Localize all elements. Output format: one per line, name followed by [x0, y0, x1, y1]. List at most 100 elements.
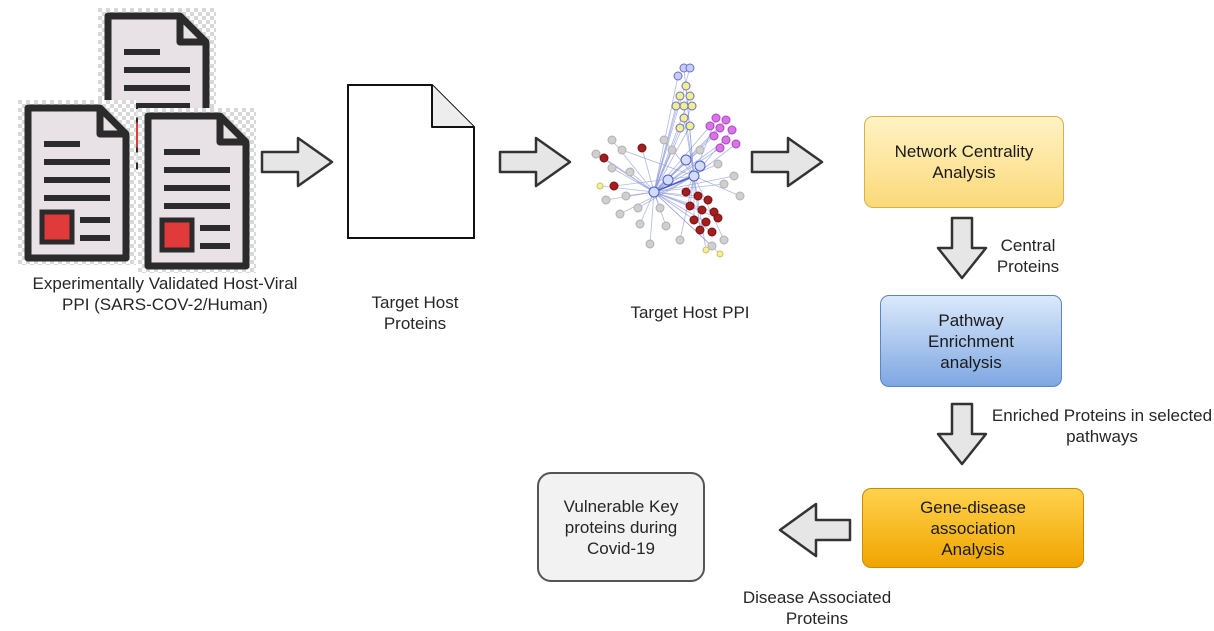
network-node — [681, 81, 691, 91]
network-node — [633, 203, 643, 213]
network-node — [685, 91, 695, 101]
blank-document-icon — [347, 84, 475, 239]
network-edge — [653, 147, 721, 193]
network-node — [607, 163, 617, 173]
network-edge — [649, 191, 655, 245]
network-node — [721, 135, 731, 145]
network-node — [735, 191, 745, 201]
network-node — [729, 171, 739, 181]
network-node — [617, 145, 627, 155]
network-node — [701, 217, 711, 227]
network-node — [601, 195, 611, 205]
disease-associated-label: Disease Associated Proteins — [742, 588, 892, 628]
network-node — [685, 121, 695, 131]
network-edge — [653, 175, 695, 193]
network-edge — [653, 175, 735, 193]
network-node — [637, 143, 647, 153]
network-node — [655, 203, 665, 213]
network-node — [705, 121, 715, 131]
network-edge — [611, 167, 655, 193]
network-node — [711, 113, 721, 123]
network-edge — [599, 185, 655, 193]
ppi-network-graph — [591, 63, 745, 258]
network-node — [695, 145, 705, 155]
network-node — [685, 63, 695, 73]
network-edge — [693, 175, 701, 231]
network-node — [596, 182, 604, 190]
network-node — [716, 250, 724, 258]
network-edge — [639, 191, 655, 225]
arrow-down-icon — [936, 216, 988, 280]
network-edge — [653, 149, 673, 193]
network-edge — [693, 175, 741, 197]
network-node — [675, 91, 685, 101]
network-edge — [653, 75, 679, 193]
network-centrality-box: Network Centrality Analysis — [864, 116, 1064, 208]
network-node — [615, 209, 625, 219]
enriched-proteins-label: Enriched Proteins in selected pathways — [991, 406, 1213, 446]
arrow-right-icon — [260, 136, 334, 188]
network-node — [693, 191, 703, 201]
network-node — [694, 160, 706, 172]
network-node — [685, 201, 695, 211]
arrow-right-icon — [750, 136, 824, 188]
network-node — [671, 101, 681, 111]
network-edge — [663, 139, 695, 177]
network-node — [648, 186, 660, 198]
network-node — [719, 235, 729, 245]
vulnerable-proteins-box: Vulnerable Key proteins during Covid-19 — [537, 472, 705, 582]
network-node — [607, 135, 617, 145]
document-icon-left — [18, 100, 136, 265]
network-edge — [653, 95, 691, 193]
network-node — [715, 123, 725, 133]
network-node — [688, 170, 700, 182]
arrow-down-icon — [936, 402, 988, 466]
network-node — [659, 135, 669, 145]
network-edge — [641, 147, 655, 193]
network-node — [675, 235, 685, 245]
network-node — [689, 215, 699, 225]
network-edge — [653, 149, 701, 193]
network-node — [707, 227, 717, 237]
network-node — [679, 113, 689, 123]
network-node — [661, 221, 671, 231]
target-ppi-label: Target Host PPI — [630, 303, 750, 322]
network-node — [662, 174, 674, 186]
network-node — [687, 101, 697, 111]
network-node — [695, 225, 705, 235]
network-edge — [653, 165, 701, 193]
pathway-enrichment-box: Pathway Enrichment analysis — [880, 295, 1062, 387]
network-node — [591, 149, 601, 159]
central-proteins-label: Central Proteins — [996, 236, 1060, 276]
arrow-right-icon — [498, 136, 572, 188]
network-node — [609, 181, 619, 191]
network-node — [702, 246, 710, 254]
network-node — [675, 123, 685, 133]
network-node — [673, 71, 683, 81]
document-icon-front — [138, 108, 256, 273]
network-node — [727, 125, 737, 135]
network-node — [679, 101, 689, 111]
network-node — [621, 191, 631, 201]
network-edge — [621, 149, 695, 177]
network-node — [680, 154, 692, 166]
network-node — [667, 145, 677, 155]
network-node — [707, 241, 717, 251]
network-node — [719, 179, 729, 189]
documents-label: Experimentally Validated Host-Viral PPI … — [32, 274, 298, 314]
network-node — [625, 167, 635, 177]
network-node — [715, 143, 725, 153]
network-node — [599, 153, 609, 163]
network-edge — [685, 85, 695, 177]
network-node — [635, 219, 645, 229]
network-node — [645, 239, 655, 249]
network-node — [697, 205, 707, 215]
network-node — [721, 115, 731, 125]
network-edge — [653, 105, 677, 193]
network-edge — [693, 175, 725, 241]
network-edge — [653, 125, 691, 193]
network-node — [731, 139, 741, 149]
arrow-left-icon — [778, 502, 852, 558]
network-edge — [613, 175, 695, 187]
